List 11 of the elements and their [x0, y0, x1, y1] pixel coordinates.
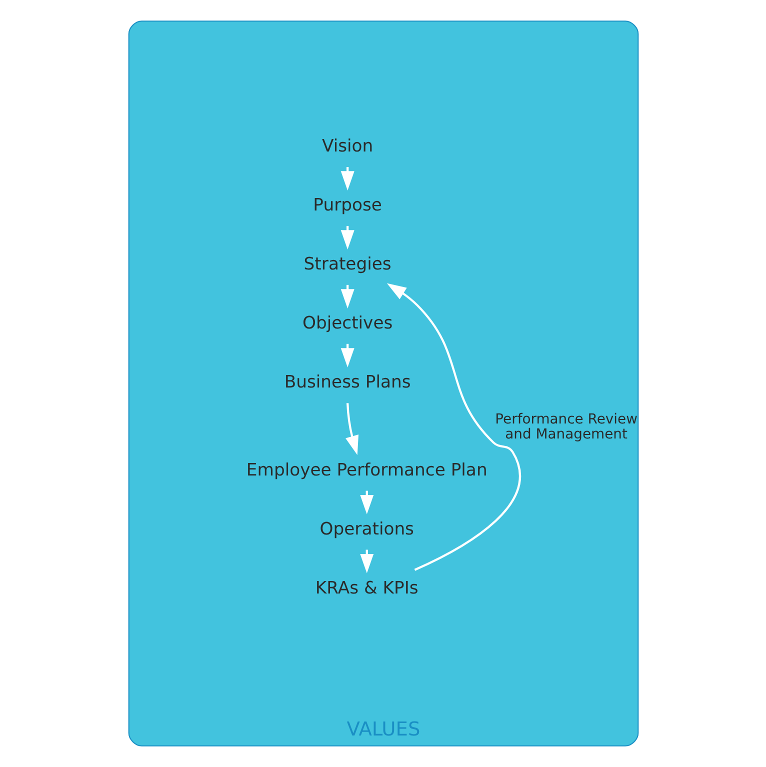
arrow — [386, 283, 520, 571]
node-text: Operations — [319, 519, 414, 540]
node-text: Vision — [322, 136, 373, 157]
node-text: Objectives — [302, 314, 392, 334]
node-text: Employee Performance Plan — [246, 460, 487, 480]
node-text: KRAs & KPIs — [314, 578, 418, 598]
node-text: Strategies — [303, 254, 391, 275]
node-text: Purpose — [312, 196, 382, 216]
arrow — [345, 403, 358, 455]
node-text: Business Plans — [284, 372, 410, 393]
edge-label: Performance Review and Management — [494, 412, 637, 443]
